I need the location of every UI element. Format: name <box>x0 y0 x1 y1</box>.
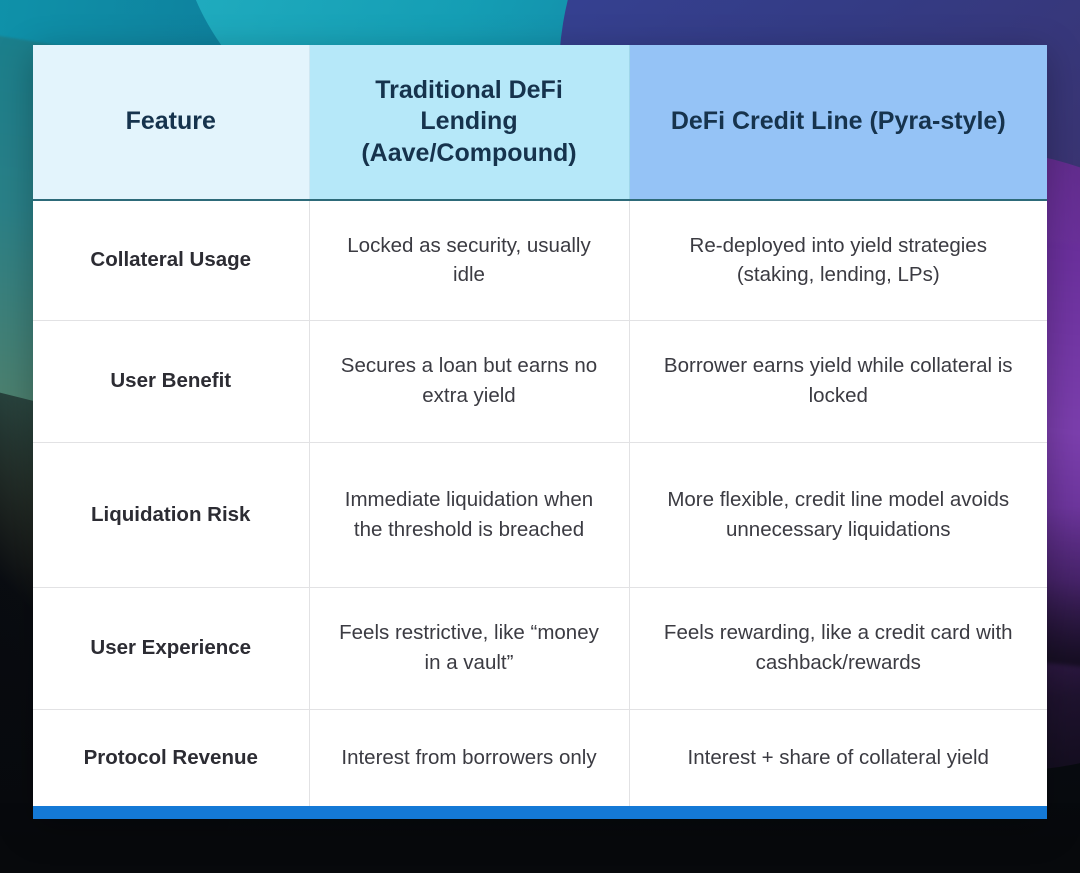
table-header: Feature Traditional DeFi Lending (Aave/C… <box>33 45 1047 201</box>
table-row: User Experience Feels restrictive, like … <box>33 587 1047 710</box>
cell-feature: Protocol Revenue <box>33 709 310 806</box>
cell-feature: Liquidation Risk <box>33 442 310 588</box>
column-header-traditional-defi-lending: Traditional DeFi Lending (Aave/Compound) <box>309 45 630 201</box>
cell-feature: Collateral Usage <box>33 200 310 321</box>
cell-pyra: More flexible, credit line model avoids … <box>629 442 1047 588</box>
cell-traditional: Secures a loan but earns no extra yield <box>309 320 630 443</box>
table-row: Collateral Usage Locked as security, usu… <box>33 200 1047 321</box>
table-header-row: Feature Traditional DeFi Lending (Aave/C… <box>33 45 1047 201</box>
cell-traditional: Interest from borrowers only <box>309 709 630 806</box>
cell-traditional: Feels restrictive, like “money in a vaul… <box>309 587 630 710</box>
table-row: User Benefit Secures a loan but earns no… <box>33 320 1047 443</box>
cell-feature: User Benefit <box>33 320 310 443</box>
cell-traditional: Locked as security, usually idle <box>309 200 630 321</box>
table-row: Liquidation Risk Immediate liquidation w… <box>33 442 1047 588</box>
cell-traditional: Immediate liquidation when the threshold… <box>309 442 630 588</box>
column-header-feature: Feature <box>33 45 310 201</box>
cell-pyra: Re-deployed into yield strategies (staki… <box>629 200 1047 321</box>
accent-bar <box>33 806 1047 819</box>
cell-pyra: Feels rewarding, like a credit card with… <box>629 587 1047 710</box>
table-body: Collateral Usage Locked as security, usu… <box>33 200 1047 806</box>
cell-pyra: Interest + share of collateral yield <box>629 709 1047 806</box>
comparison-table-card: Feature Traditional DeFi Lending (Aave/C… <box>33 45 1047 819</box>
column-header-defi-credit-line: DeFi Credit Line (Pyra-style) <box>629 45 1047 201</box>
comparison-table: Feature Traditional DeFi Lending (Aave/C… <box>33 45 1047 806</box>
cell-feature: User Experience <box>33 587 310 710</box>
cell-pyra: Borrower earns yield while collateral is… <box>629 320 1047 443</box>
table-row: Protocol Revenue Interest from borrowers… <box>33 709 1047 806</box>
